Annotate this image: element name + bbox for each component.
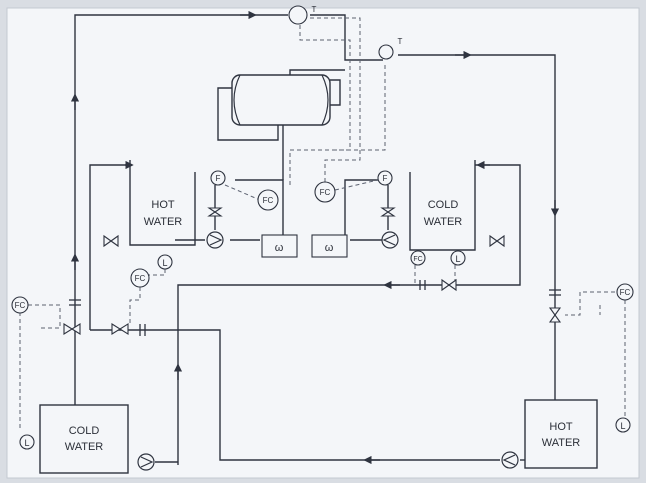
flow-meter-right-label: F xyxy=(383,174,388,183)
valve-mid-right-icon xyxy=(380,207,396,217)
fc-controller-right: FC xyxy=(616,283,634,301)
fc-controller-left-label: FC xyxy=(15,301,26,310)
cold-tank-return xyxy=(177,164,521,465)
level-sensor-mid-right-label: L xyxy=(455,254,460,264)
return-line-top-left xyxy=(74,14,288,408)
level-sensor-bottom-left: L xyxy=(19,434,35,450)
temp-sensor-right-label: T xyxy=(398,37,403,46)
fc-controller-mid-right-label: FC xyxy=(320,188,331,197)
hot-water-tank-mid-label-1: HOT xyxy=(151,199,175,211)
hot-tank-feed xyxy=(89,164,130,330)
hot-water-tank-bottom-label-2: WATER xyxy=(542,437,581,449)
separator-vessel xyxy=(231,74,331,126)
fc-controller-tank-left-label: FC xyxy=(135,274,146,283)
temp-sensor-right: T xyxy=(378,37,403,60)
process-lines xyxy=(74,14,556,465)
level-sensor-bottom-right: L xyxy=(615,417,631,433)
flow-meter-left-label: F xyxy=(216,174,221,183)
right-flow-line xyxy=(344,179,378,240)
hot-water-tank-mid-label-2: WATER xyxy=(144,216,183,228)
temp-sensor-top: T xyxy=(288,5,317,25)
level-sensor-bottom-left-label: L xyxy=(24,438,29,448)
cold-water-tank-bottom-label-2: WATER xyxy=(65,441,104,453)
hot-water-tank-mid: HOT WATER xyxy=(129,160,196,246)
pump-bottom-right-icon xyxy=(501,451,519,469)
heater-right: ω xyxy=(311,234,348,258)
valves xyxy=(63,207,562,335)
signal-lines xyxy=(19,17,626,430)
level-sensor-bottom-right-label: L xyxy=(620,421,625,431)
orifice-plates xyxy=(69,280,561,336)
fc-controller-left: FC xyxy=(11,296,29,314)
flow-arrows xyxy=(70,10,560,465)
hot-water-tank-bottom-label-1: HOT xyxy=(549,421,573,433)
top-right-line xyxy=(310,14,383,61)
temp-sensor-top-label: T xyxy=(312,5,317,14)
vessel-right-nozzle xyxy=(330,79,341,106)
valve-return-line-icon xyxy=(441,278,457,292)
cold-water-tank-mid-label-2: WATER xyxy=(424,216,463,228)
pump-bottom-left-icon xyxy=(137,453,155,471)
cold-water-tank-bottom: COLD WATER xyxy=(39,404,129,474)
valve-cold-tank-drain-icon xyxy=(489,234,505,248)
fc-controller-mid-left-label: FC xyxy=(263,196,274,205)
fc-controller-tank-left: FC xyxy=(130,268,150,288)
hot-water-tank-bottom: HOT WATER xyxy=(524,399,598,469)
valve-left-main-icon xyxy=(63,323,81,335)
flow-meter-right: F xyxy=(377,170,393,186)
fc-controller-mid-right: FC xyxy=(314,181,336,203)
vessel-left-link xyxy=(217,87,279,141)
cold-water-tank-mid: COLD WATER xyxy=(409,160,476,251)
heater-left: ω xyxy=(261,234,298,258)
valve-right-main-icon xyxy=(548,307,562,323)
supply-line-top-right xyxy=(398,54,556,400)
cold-water-tank-bottom-label-1: COLD xyxy=(69,425,100,437)
pump-mid-right-icon xyxy=(381,231,399,249)
instruments: FC FC FC FC FC FC L L xyxy=(11,5,634,450)
fc-controller-tank-right: FC xyxy=(410,250,426,266)
heater-right-symbol: ω xyxy=(325,242,334,254)
level-sensor-mid-right: L xyxy=(450,250,466,266)
fc-controller-tank-right-label: FC xyxy=(413,256,422,263)
valve-mid-left-icon xyxy=(207,207,223,217)
left-flow-line xyxy=(235,179,284,240)
pump-mid-left-icon xyxy=(206,231,224,249)
pumps xyxy=(137,231,519,471)
valve-hot-tank-drain-icon xyxy=(103,234,119,248)
fc-controller-right-label: FC xyxy=(620,288,631,297)
fc-controller-mid-left: FC xyxy=(257,189,279,211)
level-sensor-mid-left: L xyxy=(157,254,173,270)
heater-left-symbol: ω xyxy=(275,242,284,254)
bottom-return-line xyxy=(178,329,500,461)
valve-left-tank-icon xyxy=(111,323,129,335)
level-sensor-mid-left-label: L xyxy=(162,258,167,268)
flow-meter-left: F xyxy=(210,170,226,186)
cold-water-tank-mid-label-1: COLD xyxy=(428,199,459,211)
